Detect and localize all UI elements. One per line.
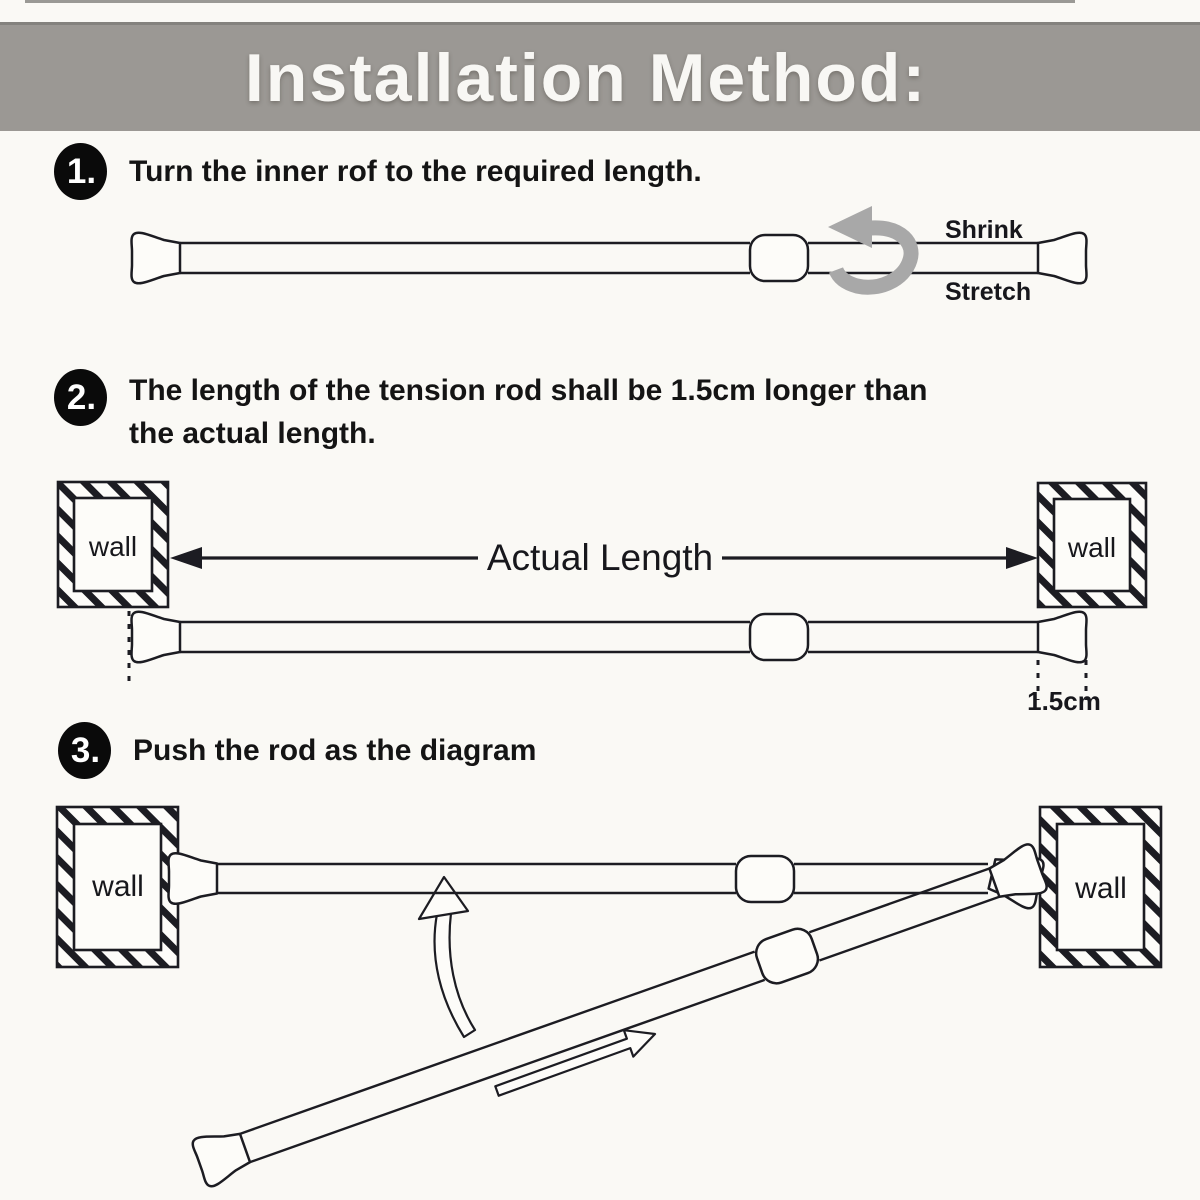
diagonal-rod: [189, 841, 1050, 1190]
rod-end-cap-bottom: [189, 1122, 255, 1190]
wall-label: wall: [88, 531, 137, 562]
diagram-actual-length: wall wall Actual Length 1: [56, 480, 1148, 716]
rod-connector-bulge: [754, 927, 820, 985]
slide-direction-arrow: [494, 1029, 657, 1097]
wall-label: wall: [1067, 532, 1116, 563]
wall-label: wall: [91, 870, 144, 903]
turn-arrow-head: [828, 206, 872, 248]
diagram-rod-turn: Shrink Stretch: [130, 206, 1088, 306]
step-3-text: Push the rod as the diagram: [133, 722, 536, 779]
step-1-line: Turn the inner rof to the required lengt…: [129, 155, 702, 188]
wall-right: wall: [1036, 481, 1148, 609]
wall-left: wall: [56, 480, 170, 609]
turn-arrow-body: [828, 220, 919, 295]
dimension-arrowhead-right: [1006, 547, 1038, 569]
step-2-number: 2.: [66, 377, 97, 417]
rod-body-lines: [180, 620, 1038, 654]
wall-right: wall: [1038, 805, 1163, 969]
dimension-arrowhead-left: [170, 547, 202, 569]
step-2-text: The length of the tension rod shall be 1…: [129, 369, 927, 455]
wall-label: wall: [1074, 872, 1127, 905]
rod-end-cap-right: [1036, 231, 1088, 285]
rod-body-lines: [180, 241, 1038, 275]
step-3: 3. Push the rod as the diagram: [58, 722, 536, 779]
rod-body-lines: [239, 867, 1000, 1164]
push-up-arrow-head: [417, 875, 470, 921]
rod-connector-bulge: [748, 233, 810, 283]
rod-end-cap-left: [130, 231, 182, 285]
step-3-line: Push the rod as the diagram: [133, 734, 537, 767]
shrink-label: Shrink: [945, 216, 1023, 244]
step-2-line-2: the actual length.: [129, 417, 376, 450]
rod-connector-bulge: [748, 612, 810, 662]
step-3-number: 3.: [70, 730, 101, 770]
diagram-push-rod: wall wall: [55, 805, 1163, 1190]
rod-end-cap-left: [167, 851, 219, 906]
step-1-number-badge: 1.: [54, 143, 107, 200]
rod-end-cap-left: [130, 610, 182, 664]
actual-length-label: Actual Length: [487, 537, 713, 578]
stretch-label: Stretch: [945, 278, 1031, 306]
rod-end-cap-right: [1036, 610, 1088, 664]
page-title: Installation Method:: [244, 40, 928, 116]
step-2-number-badge: 2.: [54, 369, 107, 426]
push-up-arrow: [417, 875, 477, 1039]
step-3-number-badge: 3.: [58, 722, 111, 779]
rod-body-lines: [217, 862, 988, 895]
offset-label: 1.5cm: [1027, 686, 1101, 716]
wall-left: wall: [55, 805, 180, 969]
header-banner: Installation Method:: [0, 22, 1200, 131]
step-2: 2. The length of the tension rod shall b…: [54, 369, 927, 455]
step-1: 1. Turn the inner rof to the required le…: [54, 143, 702, 200]
turn-direction-arrow: [828, 206, 919, 295]
step-2-line-1: The length of the tension rod shall be 1…: [129, 374, 928, 407]
step-1-text: Turn the inner rof to the required lengt…: [129, 143, 702, 200]
step-1-number: 1.: [66, 151, 97, 191]
rod-connector-bulge: [734, 854, 796, 904]
top-edge-line: [25, 0, 1075, 3]
actual-length-dimension: Actual Length: [170, 537, 1038, 578]
